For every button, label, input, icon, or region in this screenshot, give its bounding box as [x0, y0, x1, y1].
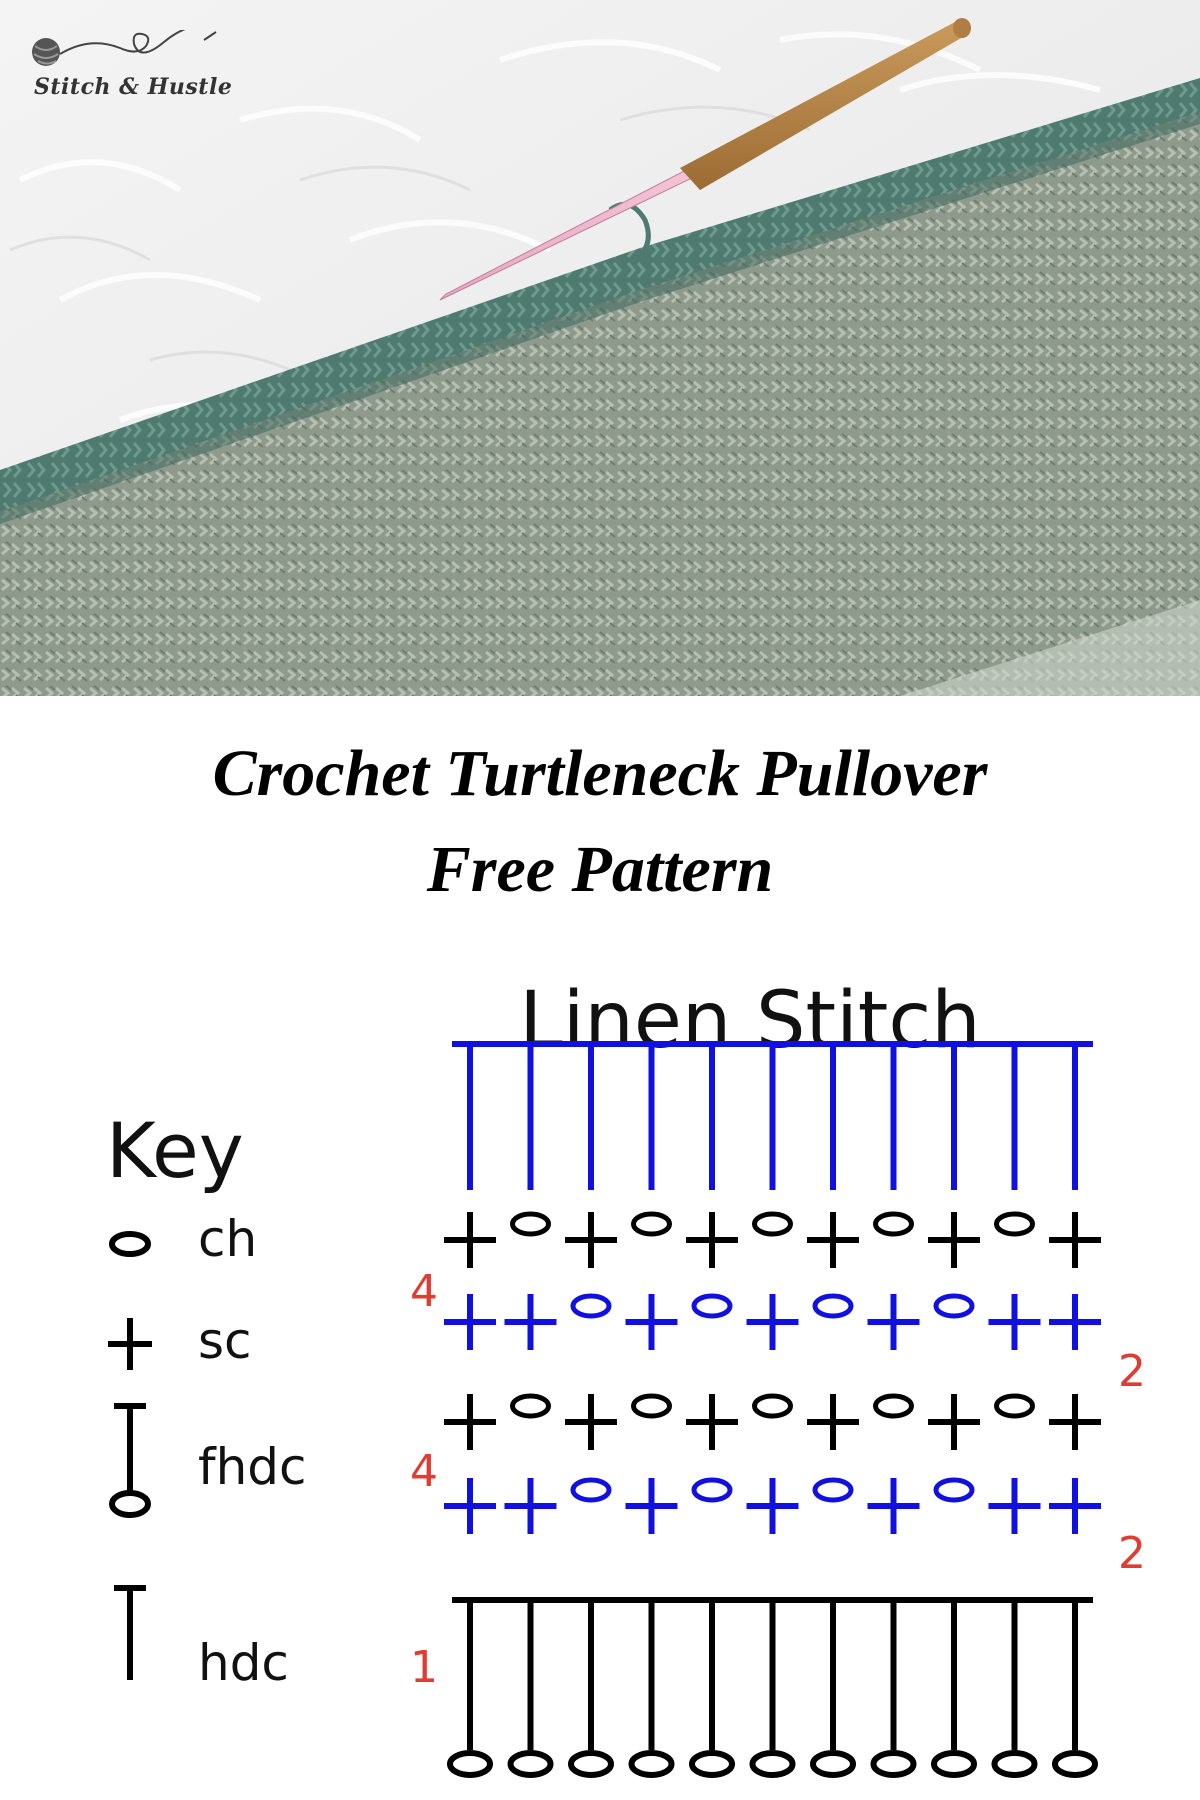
row4-lower-ch-2 — [510, 1393, 551, 1419]
row4-upper-ch-2 — [510, 1211, 551, 1237]
ch-oval-icon — [109, 1231, 151, 1257]
fhdc-foundation-icon — [109, 1403, 151, 1518]
fhdc-chain-3 — [568, 1750, 614, 1778]
heading-line-2: Free Pattern — [426, 833, 774, 906]
key-label-ch: ch — [198, 1210, 258, 1268]
brand-logo — [32, 30, 217, 66]
row-number-4-lower: 4 — [410, 1446, 438, 1497]
fhdc-chain-4 — [628, 1750, 675, 1778]
key-label-hdc: hdc — [198, 1634, 289, 1692]
fhdc-chain-5 — [689, 1750, 735, 1778]
row-number-1: 1 — [410, 1642, 438, 1693]
row2-lower-ch-7 — [812, 1477, 854, 1503]
fhdc-chain-9 — [931, 1750, 977, 1778]
row2-upper-ch-9 — [933, 1293, 975, 1319]
hdc-tee-icon — [114, 1585, 146, 1680]
row4-lower-ch-4 — [631, 1393, 672, 1419]
row2-lower-ch-5 — [691, 1477, 733, 1503]
row4-upper-ch-6 — [752, 1211, 793, 1237]
pattern-heading: Crochet Turtleneck Pullover Free Pattern — [0, 726, 1200, 918]
row2-upper-ch-5 — [691, 1293, 733, 1319]
row-number-2-lower: 2 — [1118, 1528, 1146, 1579]
row2-upper-ch-3 — [570, 1293, 612, 1319]
row2-lower-ch-3 — [570, 1477, 612, 1503]
row-number-4-upper: 4 — [410, 1266, 438, 1317]
fhdc-chain-7 — [810, 1750, 856, 1778]
fhdc-chain-6 — [749, 1750, 796, 1778]
fhdc-chain-2 — [507, 1750, 554, 1778]
row4-lower-ch-8 — [873, 1393, 914, 1419]
fhdc-chain-1 — [447, 1750, 493, 1778]
crochet-photo — [0, 0, 1200, 696]
row4-upper-ch-10 — [994, 1211, 1035, 1237]
fhdc-chain-11 — [1052, 1750, 1098, 1778]
row4-lower-ch-10 — [994, 1393, 1035, 1419]
key-label-fhdc: fhdc — [198, 1438, 307, 1496]
row2-upper-ch-7 — [812, 1293, 854, 1319]
row4-upper-ch-8 — [873, 1211, 914, 1237]
key-symbols — [108, 1231, 152, 1680]
key-label-sc: sc — [198, 1312, 252, 1370]
sc-cross-icon — [108, 1318, 152, 1370]
brand-name: Stitch & Hustle — [34, 74, 233, 100]
stitch-grid — [444, 1041, 1101, 1778]
key-title: Key — [106, 1106, 244, 1195]
row4-lower-ch-6 — [752, 1393, 793, 1419]
row4-upper-ch-4 — [631, 1211, 672, 1237]
diagram-title: Linen Stitch — [519, 976, 981, 1066]
fhdc-chain-10 — [991, 1750, 1038, 1778]
row-number-2-upper: 2 — [1118, 1346, 1146, 1397]
heading-line-1: Crochet Turtleneck Pullover — [212, 737, 988, 810]
linen-stitch-diagram: Linen Stitch Key ch sc fhdc hdc 4 2 4 2 … — [0, 920, 1200, 1800]
fhdc-chain-8 — [870, 1750, 917, 1778]
row2-lower-ch-9 — [933, 1477, 975, 1503]
